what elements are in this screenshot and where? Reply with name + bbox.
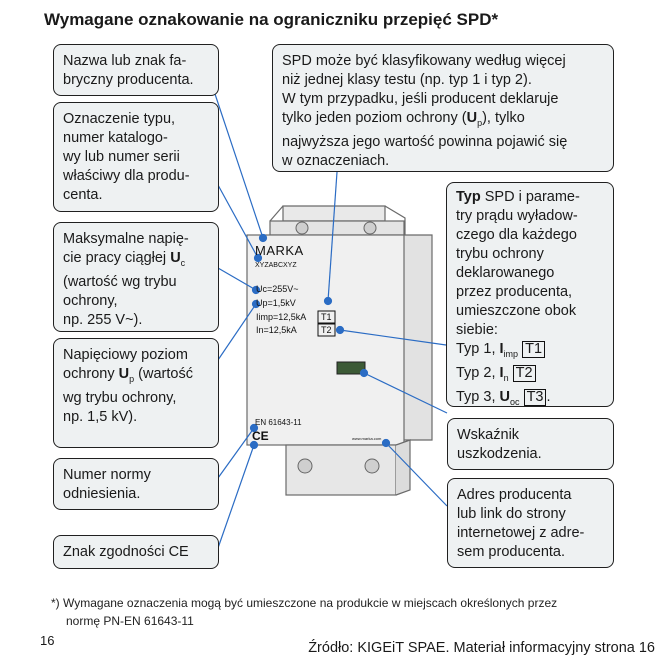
footnote-line-2: normę PN-EN 61643-11 xyxy=(66,614,194,628)
device-url: www.marka.com xyxy=(352,436,382,441)
leader-manufacturer xyxy=(212,87,264,239)
callout-address: Adres producenta lub link do strony inte… xyxy=(447,478,614,568)
page-title: Wymagane oznakowanie na ograniczniku prz… xyxy=(44,10,499,29)
device-tag-t2: T2 xyxy=(321,325,332,335)
callout-ce: Znak zgodności CE xyxy=(53,535,219,569)
leader-classification xyxy=(327,171,338,302)
page-number: 16 xyxy=(40,633,55,648)
device-uc: Uc=255V~ xyxy=(256,284,299,294)
device-standard: EN 61643-11 xyxy=(255,418,302,427)
callout-standard: Numer normy odniesienia. xyxy=(53,458,219,510)
type-2-row: Typ 2, In T2 xyxy=(456,364,604,388)
ce-mark-icon: CE xyxy=(252,429,269,443)
leader-indicator xyxy=(363,372,448,414)
device-tag-t1: T1 xyxy=(321,312,332,322)
leader-standard xyxy=(217,427,255,479)
tag-t1: T1 xyxy=(522,341,546,358)
device-model: XYZABCXYZ xyxy=(255,262,297,269)
device-up: Up=1,5kV xyxy=(256,298,296,308)
leader-protection-level xyxy=(217,303,257,361)
leader-max-voltage xyxy=(217,267,257,291)
tag-t3: T3 xyxy=(523,388,547,406)
callout-protection-level: Napięciowy poziom ochrony Up (wartość wg… xyxy=(53,338,219,448)
tag-t2: T2 xyxy=(512,364,536,382)
leader-type-designation xyxy=(217,184,259,259)
callout-classification: SPD może być klasyfikowany według więcej… xyxy=(272,44,614,172)
device-brand: MARKA xyxy=(255,243,304,258)
device-in: In=12,5kA xyxy=(256,325,297,335)
callout-type-designation: Oznaczenie typu, numer katalogo- wy lub … xyxy=(53,102,219,212)
type-1-row: Typ 1, Iimp T1 xyxy=(456,340,604,364)
callout-manufacturer: Nazwa lub znak fa- bryczny producenta. xyxy=(53,44,219,96)
leader-ce xyxy=(217,444,255,549)
leader-address xyxy=(385,442,448,507)
callout-indicator: Wskaźnik uszkodzenia. xyxy=(447,418,614,470)
type-3-row: Typ 3, Uoc T3. xyxy=(456,388,551,407)
source-credit: Źródło: KIGEiT SPAE. Materiał informacyj… xyxy=(308,640,655,656)
device-iimp: Iimp=12,5kA xyxy=(256,312,307,322)
callout-type-params: Typ SPD i parame- try prądu wyładow- cze… xyxy=(446,182,614,407)
footnote-line-1: *) Wymagane oznaczenia mogą być umieszcz… xyxy=(51,596,558,610)
leader-type-params xyxy=(339,329,447,346)
callout-max-voltage: Maksymalne napię- cie pracy ciągłej Uc (… xyxy=(53,222,219,332)
